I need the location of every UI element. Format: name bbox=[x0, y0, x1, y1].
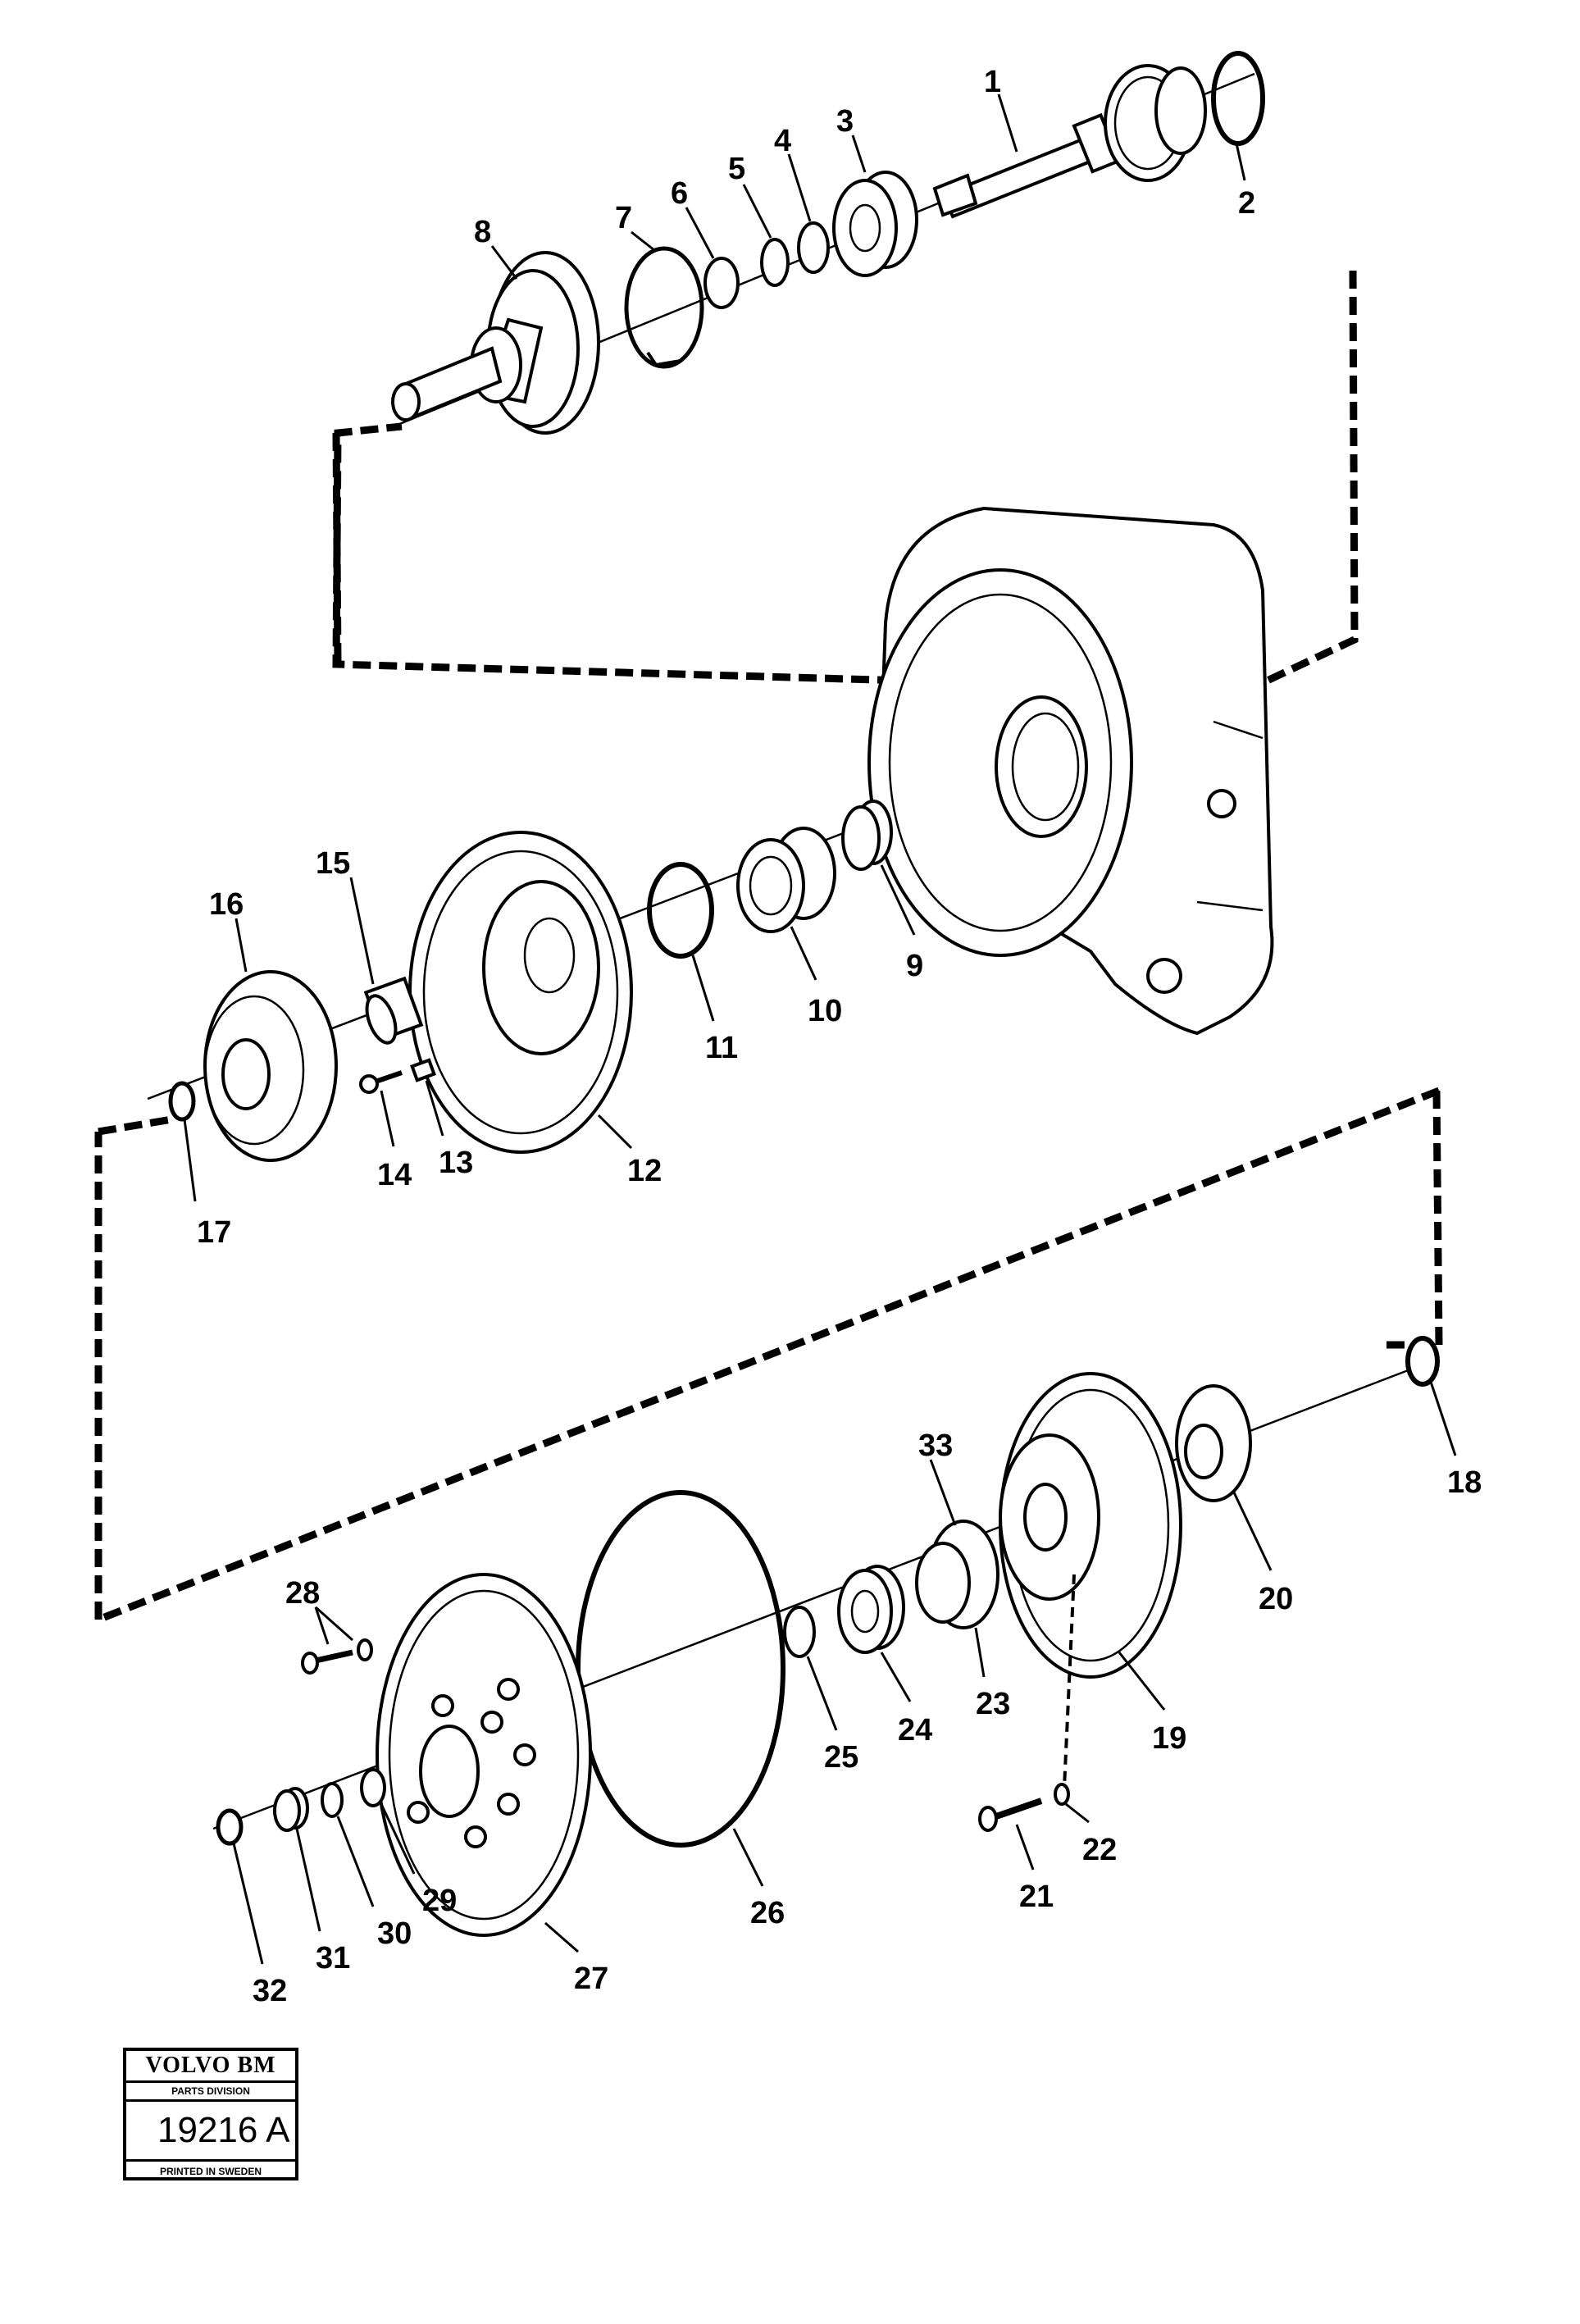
circlip-ring bbox=[1405, 1336, 1440, 1387]
assembly-connector-upper bbox=[332, 270, 1359, 695]
part-label-20: 20 bbox=[1259, 1582, 1293, 1616]
part-label-30: 30 bbox=[377, 1916, 412, 1951]
stamp-division: PARTS DIVISION bbox=[126, 2083, 295, 2102]
bolt-with-washer bbox=[301, 1638, 373, 1675]
part-label-2: 2 bbox=[1238, 186, 1255, 221]
seal-ring bbox=[360, 1768, 386, 1807]
part-label-17: 17 bbox=[197, 1215, 231, 1250]
large-o-ring bbox=[576, 1490, 785, 1848]
drive-flange bbox=[1175, 1384, 1252, 1502]
converter-cover bbox=[999, 1372, 1182, 1679]
washer bbox=[797, 221, 830, 274]
stamp-printed: PRINTED IN SWEDEN bbox=[159, 2166, 262, 2177]
sealing-ring bbox=[647, 862, 714, 959]
o-ring-small bbox=[321, 1782, 344, 1818]
impeller bbox=[203, 970, 338, 1162]
part-label-9: 9 bbox=[906, 949, 923, 983]
part-label-7: 7 bbox=[615, 201, 632, 235]
shaft-with-gear bbox=[932, 64, 1207, 219]
part-label-6: 6 bbox=[671, 176, 688, 211]
part-label-3: 3 bbox=[836, 104, 854, 139]
snap-ring-small bbox=[216, 1808, 244, 1846]
part-label-15: 15 bbox=[316, 846, 350, 881]
bearing bbox=[837, 1565, 905, 1654]
leader-lines bbox=[183, 93, 1457, 1965]
part-label-4: 4 bbox=[774, 124, 791, 158]
ball-bearing bbox=[832, 171, 918, 277]
part-label-1: 1 bbox=[984, 65, 1001, 99]
part-label-33: 33 bbox=[918, 1429, 953, 1463]
part-label-10: 10 bbox=[808, 994, 842, 1028]
part-label-28: 28 bbox=[285, 1576, 320, 1611]
transmission-housing bbox=[867, 506, 1274, 1036]
stamp-brand: VOLVO BM bbox=[126, 2051, 295, 2083]
part-label-11: 11 bbox=[705, 1031, 738, 1065]
part-label-21: 21 bbox=[1019, 1880, 1054, 1914]
part-label-25: 25 bbox=[824, 1740, 858, 1775]
spacer-ring bbox=[703, 257, 740, 309]
needle-bearing bbox=[841, 800, 893, 871]
thrust-washer bbox=[783, 1606, 816, 1658]
part-label-31: 31 bbox=[316, 1941, 350, 1975]
part-label-13: 13 bbox=[439, 1146, 473, 1180]
part-label-29: 29 bbox=[422, 1884, 457, 1918]
stamp-drawing-number: 19216 A bbox=[126, 2102, 295, 2162]
o-ring bbox=[760, 238, 790, 287]
snap-ring bbox=[1211, 51, 1265, 146]
part-label-27: 27 bbox=[574, 1962, 608, 1996]
shaft-seal bbox=[273, 1787, 309, 1832]
hex-bolt bbox=[978, 1798, 1043, 1832]
circlip bbox=[624, 246, 704, 369]
volvo-bm-stamp: VOLVO BM PARTS DIVISION 19216 A PRINTED … bbox=[123, 2048, 298, 2180]
turbine-wheel bbox=[408, 831, 633, 1154]
part-label-32: 32 bbox=[253, 1974, 287, 2008]
part-label-8: 8 bbox=[474, 215, 491, 249]
part-labels: 1 2 3 4 5 6 7 8 9 10 11 12 13 14 15 16 1… bbox=[197, 65, 1482, 2008]
stator-gear bbox=[736, 827, 836, 933]
part-label-24: 24 bbox=[898, 1713, 932, 1748]
part-label-5: 5 bbox=[728, 152, 745, 186]
part-label-12: 12 bbox=[627, 1154, 662, 1188]
screw bbox=[359, 1070, 403, 1094]
part-label-22: 22 bbox=[1082, 1833, 1117, 1867]
part-label-16: 16 bbox=[209, 887, 244, 922]
bolt-guide-line bbox=[1063, 1574, 1076, 1789]
assembly-connector-lower bbox=[94, 1087, 1443, 1624]
retaining-ring bbox=[168, 1081, 196, 1122]
part-label-18: 18 bbox=[1447, 1465, 1482, 1500]
pump-housing bbox=[376, 1573, 592, 1937]
part-label-14: 14 bbox=[377, 1158, 412, 1192]
bushing bbox=[363, 976, 424, 1045]
part-label-26: 26 bbox=[750, 1896, 785, 1930]
pump-gear bbox=[915, 1520, 999, 1629]
part-label-23: 23 bbox=[976, 1687, 1010, 1721]
lock-plate bbox=[410, 1058, 436, 1082]
part-label-19: 19 bbox=[1152, 1721, 1186, 1756]
flange-housing bbox=[391, 251, 600, 435]
lock-washer bbox=[1054, 1783, 1070, 1806]
